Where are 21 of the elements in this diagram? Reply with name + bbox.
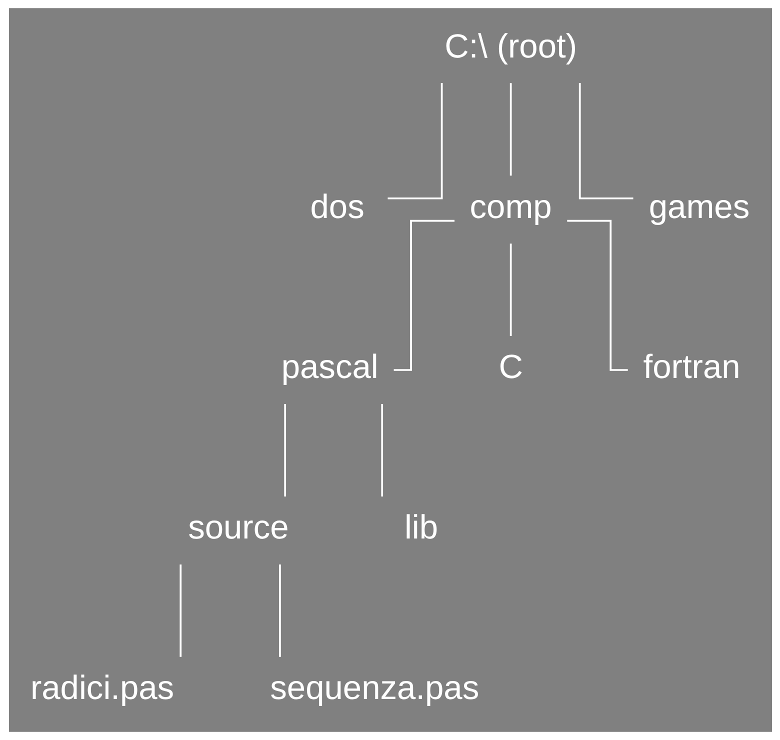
connector bbox=[393, 220, 454, 371]
connector bbox=[509, 244, 512, 336]
connector bbox=[566, 220, 628, 371]
node-text: dos bbox=[310, 188, 364, 226]
node-text: C bbox=[498, 349, 522, 386]
node-text: radici.pas bbox=[30, 670, 174, 708]
node-text: C:\ (root) bbox=[444, 28, 577, 66]
connector bbox=[387, 83, 442, 200]
connector bbox=[179, 564, 182, 657]
node-text: games bbox=[648, 188, 750, 226]
connector bbox=[278, 564, 280, 657]
node-text: pascal bbox=[280, 349, 378, 386]
node-text: comp bbox=[469, 188, 552, 226]
node-text: lib bbox=[404, 510, 438, 547]
connector bbox=[380, 404, 383, 496]
connector bbox=[578, 83, 633, 200]
connector bbox=[284, 404, 286, 496]
node-text: sequenza.pas bbox=[270, 670, 479, 708]
node-text: fortran bbox=[642, 349, 740, 386]
connector bbox=[509, 83, 512, 176]
node-text: source bbox=[188, 510, 288, 547]
